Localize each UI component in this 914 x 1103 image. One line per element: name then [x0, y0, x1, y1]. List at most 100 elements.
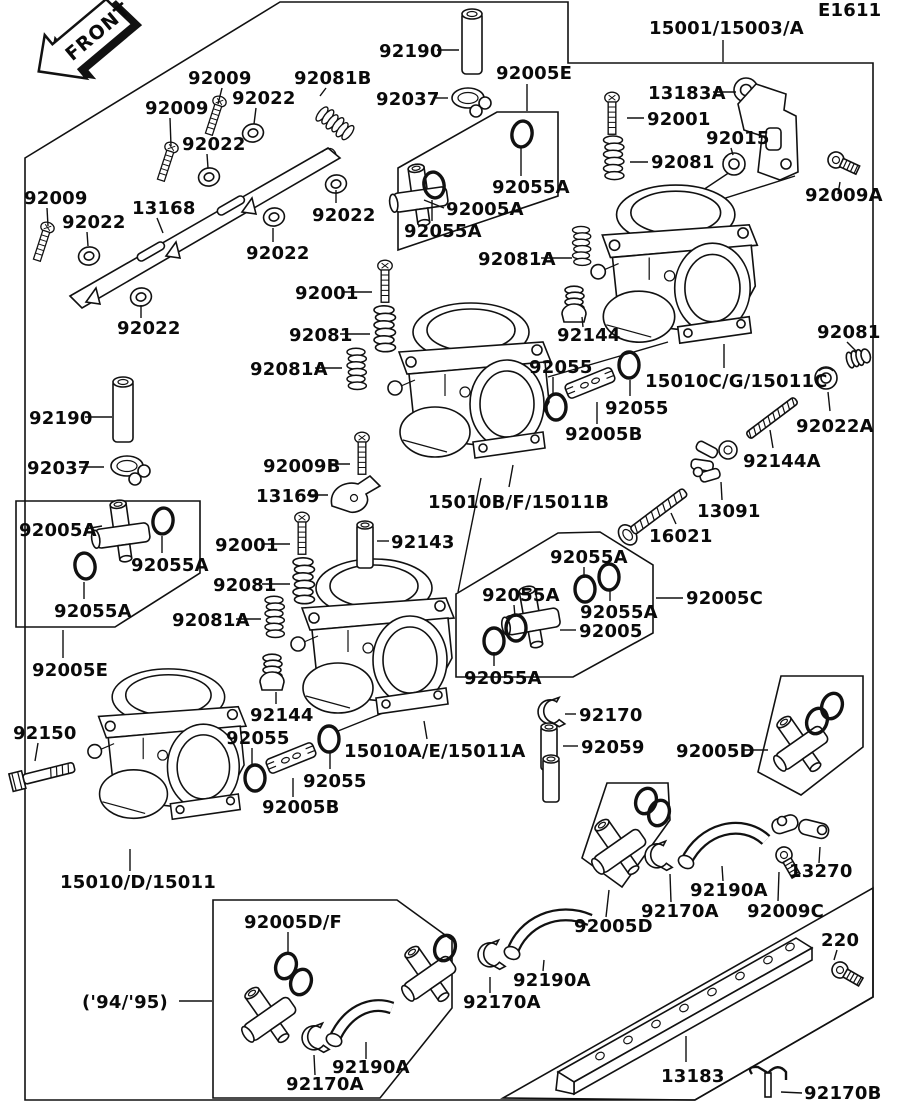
oring-92055a-1	[508, 117, 536, 151]
washer-92022-6	[128, 285, 154, 309]
screw-92009b	[354, 431, 370, 475]
hose-92190a-mid-inner	[507, 910, 592, 955]
small-parts	[8, 8, 873, 1099]
oring-92055a-8	[482, 626, 506, 656]
part-label-76-9495: ('94/'95)	[82, 992, 168, 1013]
oring-92055a-3	[149, 505, 177, 537]
oring-92055a-4	[71, 549, 99, 583]
bracket-13183a	[733, 77, 799, 181]
leader-line-27-92144	[581, 316, 584, 328]
screw-220	[828, 958, 866, 990]
part-label-38-92037: 92037	[27, 458, 91, 479]
part-label-21-92055A: 92055A	[404, 221, 482, 242]
part-label-31-15010CG15011C: 15010C/G/15011C	[645, 371, 828, 392]
screw-92001-topright	[604, 91, 620, 135]
washer-92022-3	[76, 244, 102, 268]
leader-line-74-92190A	[542, 959, 545, 972]
part-label-48-92081: 92081	[213, 575, 277, 596]
part-label-6-92037: 92037	[376, 89, 440, 110]
orings-92037-left	[110, 455, 151, 486]
front-sign: FRONT	[37, 0, 143, 81]
bracket-13270	[769, 812, 831, 841]
part-label-77-92190A: 92190A	[332, 1057, 410, 1078]
oring-92055a-5	[573, 574, 597, 604]
leader-line-16-13168	[156, 217, 164, 234]
leader-line-11-92015	[730, 147, 734, 156]
part-label-40-15010BF15011B: 15010B/F/15011B	[428, 492, 609, 513]
leader-line-68-92190A	[721, 865, 724, 882]
bracket-13168	[68, 147, 342, 310]
part-label-37-92144A: 92144A	[743, 451, 821, 472]
part-label-9-92001: 92001	[647, 109, 711, 130]
leader-line-62-15010AE15011A	[423, 720, 428, 740]
leader-line-37-92144A	[769, 429, 774, 449]
part-label-33-92005B: 92005B	[565, 424, 643, 445]
leader-line-18-92022	[86, 231, 89, 247]
spring-seat-92144-low	[259, 653, 285, 691]
leader-line-5-92081B	[319, 87, 327, 97]
part-label-47-92055A: 92055A	[131, 555, 209, 576]
part-label-8-92022: 92022	[232, 88, 296, 109]
part-label-24-92001: 92001	[295, 283, 359, 304]
part-label-41-13091: 13091	[697, 501, 761, 522]
spring-92081a-low	[264, 595, 286, 639]
box-13183	[500, 886, 874, 1101]
leader-line-70-92009C	[777, 871, 780, 902]
part-label-18-92022: 92022	[62, 212, 126, 233]
valve-13091	[689, 439, 738, 484]
part-label-1-1500115003A: 15001/15003/A	[649, 18, 804, 39]
screw-92009-3	[29, 219, 57, 263]
part-label-68-92190A: 92190A	[690, 880, 768, 901]
tube-92143	[356, 520, 374, 569]
spring-92081-center	[373, 304, 397, 353]
part-label-42-92005A: 92005A	[19, 520, 97, 541]
part-label-39-13169: 13169	[256, 486, 320, 507]
oring-92055-2	[617, 350, 641, 380]
part-label-78-13183: 13183	[661, 1066, 725, 1087]
spring-seat-92144-top	[561, 285, 587, 323]
outer-frame	[24, 1, 874, 1101]
part-label-60-92055: 92055	[226, 728, 290, 749]
part-label-5-92081B: 92081B	[294, 68, 372, 89]
part-label-49-92055A: 92055A	[482, 585, 560, 606]
leader-lines	[34, 40, 857, 1094]
spring-92081-topright	[602, 135, 625, 181]
box-92005d-right	[757, 675, 864, 796]
leader-line-4-92009	[217, 87, 223, 105]
part-label-64-92055: 92055	[303, 771, 367, 792]
part-label-51-92055A: 92055A	[580, 602, 658, 623]
part-label-15-92009: 92009	[24, 188, 88, 209]
part-label-16-13168: 13168	[132, 198, 196, 219]
box-94-95	[212, 899, 453, 1099]
part-label-52-92055A: 92055A	[54, 601, 132, 622]
part-label-46-92055A: 92055A	[550, 547, 628, 568]
leader-line-40-15010BF15011B	[508, 464, 514, 488]
leader-line-42-92005A	[84, 525, 103, 530]
part-label-27-92144: 92144	[557, 325, 621, 346]
part-label-80-92170B: 92170B	[804, 1083, 882, 1103]
clamp-92170a-right	[642, 839, 674, 875]
box-92005e-top	[397, 111, 559, 252]
part-label-23-92081A: 92081A	[478, 249, 556, 270]
part-label-43-92001: 92001	[215, 535, 279, 556]
part-label-61-92059: 92059	[581, 737, 645, 758]
leader-line-15-92009	[46, 207, 49, 227]
part-label-20-92005A: 92005A	[446, 199, 524, 220]
part-label-70-92009C: 92009C	[747, 901, 824, 922]
part-label-22-92022: 92022	[246, 243, 310, 264]
part-label-34-92190: 92190	[29, 408, 93, 429]
fitting-92005df-1	[223, 973, 309, 1060]
part-label-58-92144: 92144	[250, 705, 314, 726]
part-label-25-92081: 92081	[289, 325, 353, 346]
part-label-50-92005C: 92005C	[686, 588, 763, 609]
part-label-4-92009: 92009	[188, 68, 252, 89]
part-label-75-92170A: 92170A	[463, 992, 541, 1013]
leader-line-45-16021	[670, 512, 677, 525]
part-label-10-92009: 92009	[145, 98, 209, 119]
hose-end-1	[677, 854, 695, 870]
part-label-11-92015: 92015	[706, 128, 770, 149]
part-label-35-92022A: 92022A	[796, 416, 874, 437]
part-label-59-92150: 92150	[13, 723, 77, 744]
part-label-30-92081A: 92081A	[250, 359, 328, 380]
orings-92037-top	[451, 87, 492, 118]
